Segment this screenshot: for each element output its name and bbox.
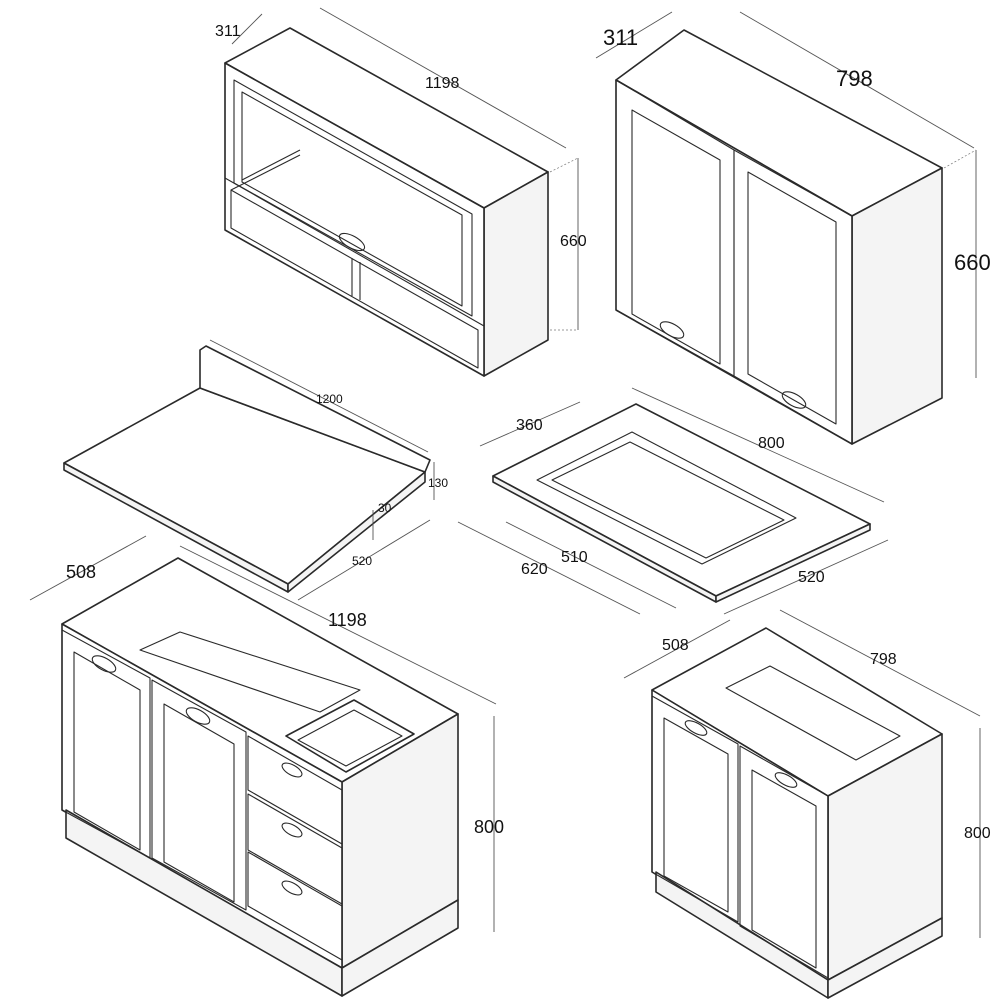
countertop-length-label: 1200 bbox=[316, 392, 343, 406]
sink-width-label: 800 bbox=[758, 435, 785, 452]
base-cabinet-1198-width-label: 1198 bbox=[328, 610, 367, 630]
base-cabinet-1198-height-label: 800 bbox=[474, 817, 504, 837]
sink-cutout-depth-label: 510 bbox=[561, 549, 588, 566]
wall-cabinet-1198-width-label: 1198 bbox=[425, 75, 460, 92]
wall-cabinet-798-height-label: 660 bbox=[954, 250, 991, 275]
countertop-backsplash-label: 130 bbox=[428, 476, 448, 490]
wall-cabinet-798-width-label: 798 bbox=[836, 66, 873, 91]
base-cabinet-1198-depth-label: 508 bbox=[66, 562, 96, 582]
sink-bowl-width-label: 360 bbox=[516, 417, 543, 434]
wall-cabinet-1198-depth-label: 311 bbox=[215, 23, 241, 40]
wall-cabinet-798-depth-label: 311 bbox=[603, 25, 638, 50]
base-cabinet-798 bbox=[623, 609, 981, 999]
wall-cabinet-798 bbox=[595, 11, 977, 445]
base-cabinet-798-height-label: 800 bbox=[964, 825, 991, 842]
countertop-thickness-label: 30 bbox=[378, 501, 392, 515]
wall-cabinet-1198 bbox=[224, 7, 579, 377]
sink-depth-label: 520 bbox=[798, 569, 825, 586]
countertop-depth-label: 520 bbox=[352, 554, 372, 568]
base-cabinet-1198 bbox=[29, 535, 497, 997]
base-cabinet-798-depth-label: 508 bbox=[662, 637, 689, 654]
countertop bbox=[63, 339, 435, 601]
sink-cutout-width-label: 620 bbox=[521, 561, 548, 578]
wall-cabinet-1198-height-label: 660 bbox=[560, 233, 587, 250]
sink-countertop bbox=[457, 387, 889, 615]
base-cabinet-798-width-label: 798 bbox=[870, 651, 897, 668]
